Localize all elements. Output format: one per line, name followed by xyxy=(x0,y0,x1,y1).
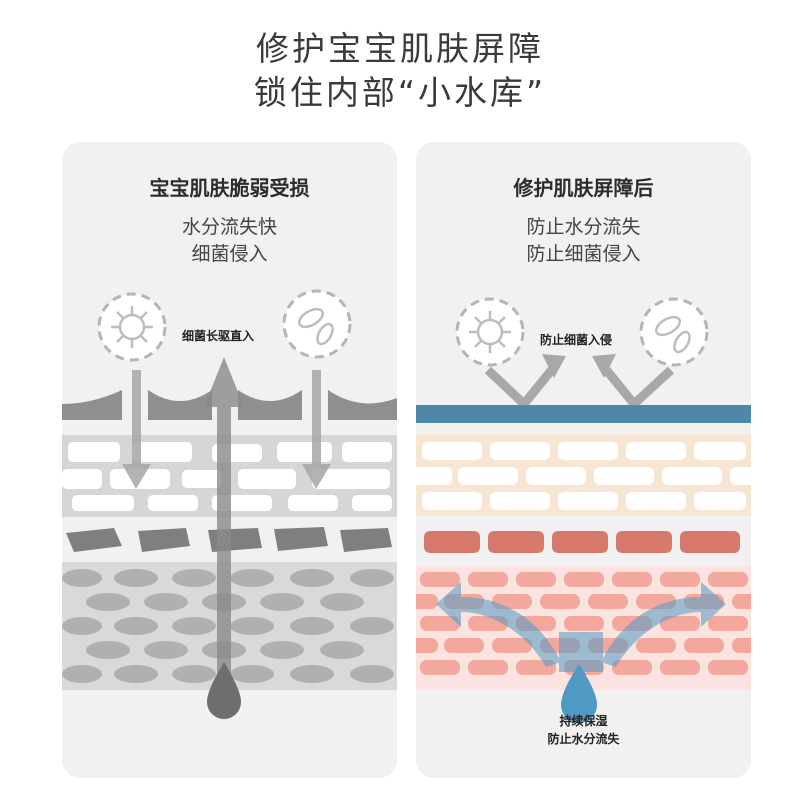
left-card-title: 宝宝肌肤脆弱受损 xyxy=(62,172,397,201)
red-bricks-layer xyxy=(424,531,740,553)
headline-line-2: 锁住内部“小水库” xyxy=(0,66,800,114)
right-bottom-line-1: 持续保湿 xyxy=(416,712,751,729)
right-card-subtitle-1: 防止水分流失 xyxy=(416,212,751,239)
virus-icon xyxy=(457,299,523,365)
bacteria-icon xyxy=(641,299,707,365)
right-card-title: 修护肌肤屏障后 xyxy=(416,172,751,201)
arrow-icon xyxy=(542,354,616,378)
right-callout: 防止细菌入侵 xyxy=(540,331,612,348)
damaged-skin-card: 宝宝肌肤脆弱受损 水分流失快 细菌侵入 细菌长驱直入 xyxy=(62,142,397,778)
deflect-arrows xyxy=(488,367,671,404)
right-bottom-line-2: 防止水分流失 xyxy=(416,730,751,747)
repaired-skin-card: 修护肌肤屏障后 防止水分流失 防止细菌侵入 防止细菌入侵 持续保湿 防止水分流失 xyxy=(416,142,751,778)
left-card-subtitle-1: 水分流失快 xyxy=(62,212,397,239)
left-callout: 细菌长驱直入 xyxy=(182,327,254,344)
headline-line-1: 修护宝宝肌肤屏障 xyxy=(0,22,800,70)
repaired-barrier-layer xyxy=(416,405,751,423)
right-card-subtitle-2: 防止细菌侵入 xyxy=(416,239,751,266)
virus-icon xyxy=(99,294,165,360)
cream-bricks xyxy=(416,442,751,510)
bacteria-icon xyxy=(284,291,350,357)
left-card-subtitle-2: 细菌侵入 xyxy=(62,239,397,266)
